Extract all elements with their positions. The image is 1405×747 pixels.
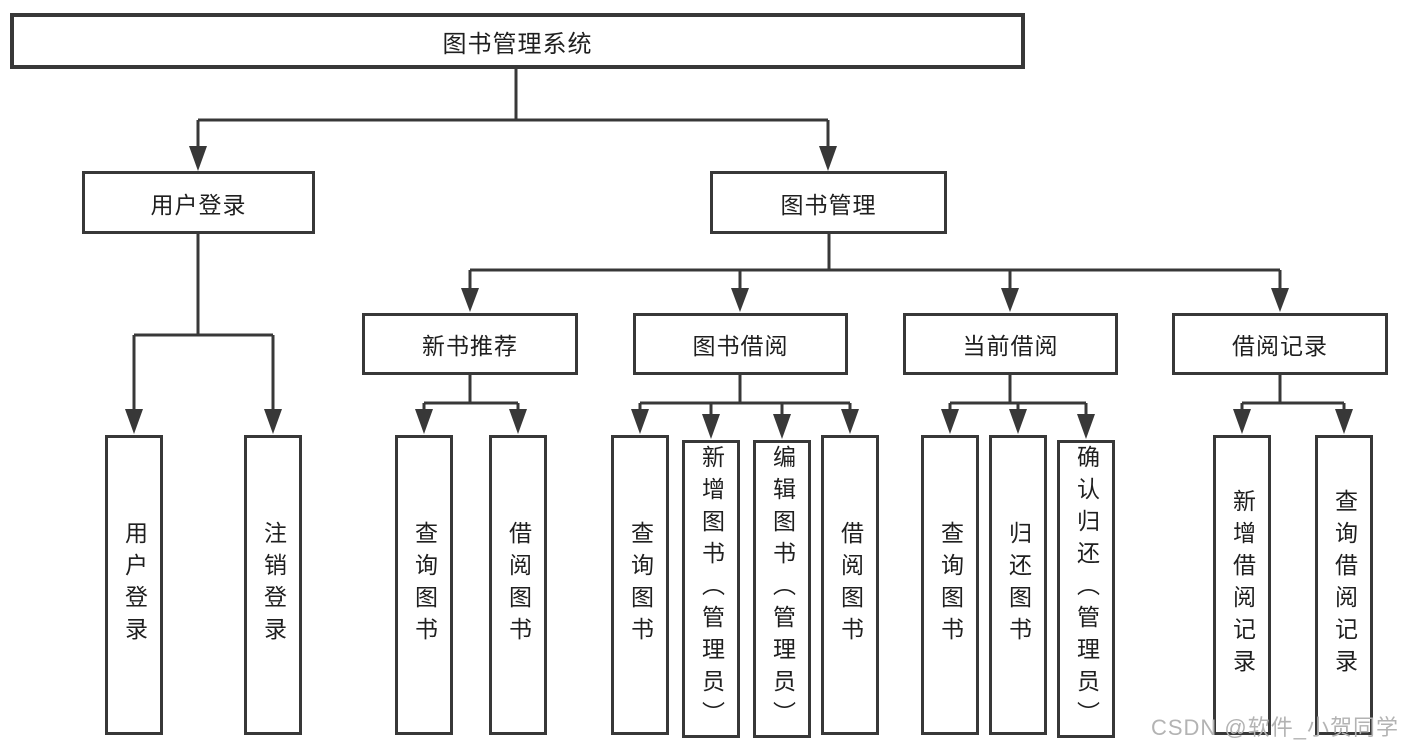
leaf-query-borrow-record-label: 查询借阅记录 [1331,489,1358,681]
connector-book-mgmt-children [461,234,1289,312]
leaf-query-borrow-record: 查询借阅记录 [1315,435,1373,735]
connector-new-book-rec-children [415,375,527,434]
leaf-logout-login: 注销登录 [244,435,302,735]
leaf-logout-login-label: 注销登录 [260,521,287,649]
node-book-borrowing: 图书借阅 [633,313,848,375]
leaf-add-borrow-record-label: 新增借阅记录 [1229,489,1256,681]
leaf-query-books-current-label: 查询图书 [937,521,964,649]
leaf-confirm-return-admin: 确认归还（管理员） [1057,440,1115,738]
leaf-return-books-label: 归还图书 [1005,521,1032,649]
node-current-borrowing: 当前借阅 [903,313,1118,375]
leaf-user-login-label: 用户登录 [121,521,148,649]
leaf-user-login: 用户登录 [105,435,163,735]
connector-current-borrow-children [941,375,1095,439]
leaf-add-books-admin-label: 新增图书（管理员） [698,445,725,733]
leaf-borrow-books-recommend: 借阅图书 [489,435,547,735]
leaf-confirm-return-admin-label: 确认归还（管理员） [1073,445,1100,733]
leaf-query-books-recommend-label: 查询图书 [411,521,438,649]
node-borrowing-records: 借阅记录 [1172,313,1388,375]
leaf-borrow-books-borrowing: 借阅图书 [821,435,879,735]
leaf-borrow-books-borrowing-label: 借阅图书 [837,521,864,649]
leaf-query-books-current: 查询图书 [921,435,979,735]
node-user-login: 用户登录 [82,171,315,234]
leaf-add-borrow-record: 新增借阅记录 [1213,435,1271,735]
leaf-edit-books-admin: 编辑图书（管理员） [753,440,811,738]
leaf-add-books-admin: 新增图书（管理员） [682,440,740,738]
leaf-query-books-borrowing-label: 查询图书 [627,521,654,649]
leaf-return-books: 归还图书 [989,435,1047,735]
connector-user-login-children [125,234,282,434]
leaf-edit-books-admin-label: 编辑图书（管理员） [769,445,796,733]
leaf-query-books-recommend: 查询图书 [395,435,453,735]
node-new-book-recommend: 新书推荐 [362,313,578,375]
connector-borrow-record-children [1233,375,1353,434]
leaf-query-books-borrowing: 查询图书 [611,435,669,735]
node-library-management-system: 图书管理系统 [10,13,1025,69]
leaf-borrow-books-recommend-label: 借阅图书 [505,521,532,649]
connector-book-borrow-children [631,375,859,439]
node-book-management: 图书管理 [710,171,947,234]
connector-root-to-level1 [189,69,837,171]
